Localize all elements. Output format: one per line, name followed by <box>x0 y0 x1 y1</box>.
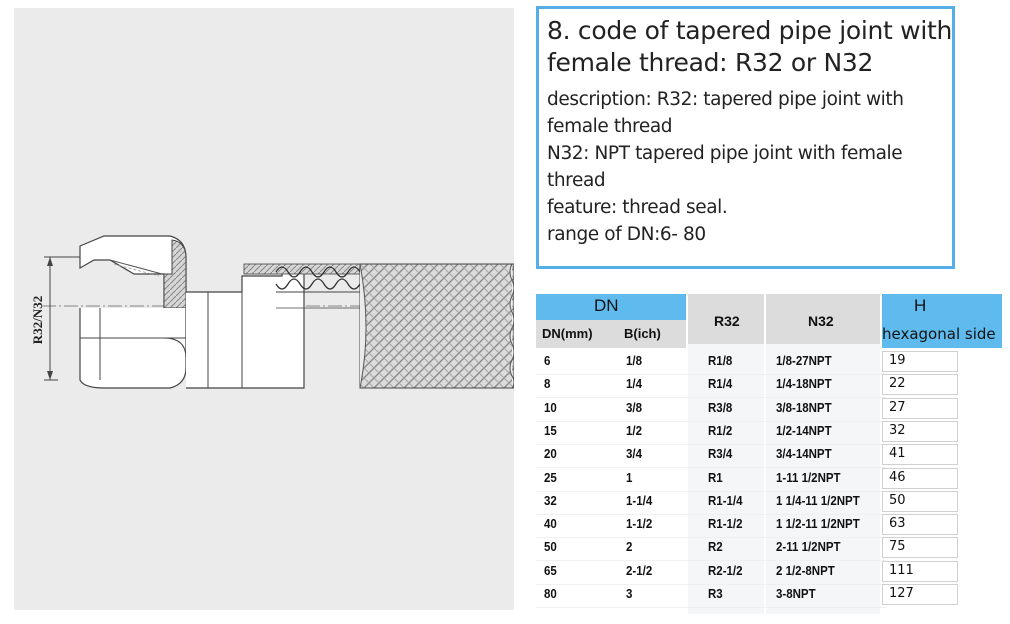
cell-hexagonal-side: 75 <box>882 537 958 559</box>
cell-dn: 8 <box>544 377 551 392</box>
description-line: female thread <box>547 116 673 137</box>
r32-header: R32 <box>714 313 740 329</box>
cell-dn: 25 <box>544 470 557 485</box>
cell-hexagonal-side: 27 <box>882 397 958 419</box>
table-row-separator <box>536 537 886 539</box>
cell-hexagonal-side: 127 <box>882 584 958 605</box>
n32-header-cell <box>766 294 880 348</box>
cell-b-inch: 1/2 <box>626 423 642 438</box>
cell-hexagonal-side: 32 <box>882 420 958 442</box>
cell-dn: 10 <box>544 400 557 415</box>
description-line: range of DN:6- 80 <box>547 224 706 245</box>
cell-hexagonal-side: 111 <box>882 560 958 582</box>
description-line: feature: thread seal. <box>547 197 728 218</box>
b-inch-header: B(ich) <box>624 326 661 341</box>
cell-n32: 1/4-18NPT <box>776 377 832 392</box>
pipe-joint-cross-section: R32/N32 <box>30 235 515 389</box>
table-row-separator <box>536 560 886 562</box>
cell-b-inch: 1/8 <box>626 354 642 368</box>
cell-r32: R3/8 <box>708 400 733 415</box>
cell-n32: 3/8-18NPT <box>776 400 832 415</box>
h-subheader-cell <box>882 324 1002 348</box>
dimension-label: R32/N32 <box>30 296 45 344</box>
cell-n32: 1 1/4-11 1/2NPT <box>776 493 860 508</box>
cell-b-inch: 1-1/2 <box>626 517 653 532</box>
h-header: H <box>914 296 927 315</box>
dn-subheader-cell <box>536 320 686 348</box>
table-row-separator <box>536 420 886 422</box>
cell-dn: 32 <box>544 493 557 508</box>
cell-dn: 20 <box>544 447 557 462</box>
cell-b-inch: 1 <box>626 470 633 485</box>
spec-table: DN DN(mm) B(ich) R32 N32 H hexagonal sid… <box>536 294 1006 614</box>
cell-r32: R1/2 <box>708 423 733 438</box>
cell-b-inch: 3 <box>626 587 633 601</box>
table-row-separator <box>536 490 886 492</box>
description-box: 8. code of tapered pipe joint with femal… <box>536 6 955 269</box>
r32-header-cell <box>688 294 764 348</box>
cell-n32: 3-8NPT <box>776 587 816 601</box>
table-row-separator <box>536 583 886 585</box>
description-line: thread <box>547 170 606 191</box>
cell-n32: 1/8-27NPT <box>776 354 832 368</box>
cell-n32: 3/4-14NPT <box>776 447 832 462</box>
table-row-separator <box>536 443 886 445</box>
cell-b-inch: 1-1/4 <box>626 493 653 508</box>
table-row-separator <box>536 607 886 608</box>
cell-b-inch: 2 <box>626 540 633 555</box>
h-header-cell <box>882 294 1002 324</box>
cell-n32: 1 1/2-11 1/2NPT <box>776 517 860 532</box>
n32-header: N32 <box>808 313 834 329</box>
cell-r32: R1/4 <box>708 377 733 392</box>
h-subheader: hexagonal side <box>882 325 996 343</box>
description-line: description: R32: tapered pipe joint wit… <box>547 89 904 110</box>
table-row-separator <box>536 374 886 375</box>
cell-r32: R1 <box>708 470 723 485</box>
cell-dn: 80 <box>544 587 557 601</box>
description-line: N32: NPT tapered pipe joint with female <box>547 143 903 164</box>
cell-b-inch: 3/8 <box>626 400 642 415</box>
cell-hexagonal-side: 46 <box>882 467 958 489</box>
dn-header: DN <box>594 296 619 315</box>
cell-r32: R1/8 <box>708 354 733 368</box>
n32-column-bg <box>766 344 880 614</box>
cell-b-inch: 3/4 <box>626 447 642 462</box>
cell-n32: 2 1/2-8NPT <box>776 563 835 578</box>
cell-dn: 15 <box>544 423 557 438</box>
cell-dn: 50 <box>544 540 557 555</box>
section-title: 8. code of tapered pipe joint with femal… <box>547 16 953 77</box>
cell-n32: 2-11 1/2NPT <box>776 540 841 555</box>
table-row-separator <box>536 513 886 515</box>
cell-r32: R3/4 <box>708 447 733 462</box>
cell-r32: R2-1/2 <box>708 563 743 578</box>
cell-hexagonal-side: 63 <box>882 514 958 536</box>
cell-dn: 6 <box>544 354 551 368</box>
table-row-separator <box>536 397 886 399</box>
cell-n32: 1/2-14NPT <box>776 423 832 438</box>
r32-column-bg <box>688 344 764 614</box>
cell-hexagonal-side: 19 <box>882 351 958 372</box>
cell-hexagonal-side: 41 <box>882 444 958 466</box>
cell-dn: 65 <box>544 563 557 578</box>
cell-dn: 40 <box>544 517 557 532</box>
cell-b-inch: 2-1/2 <box>626 563 653 578</box>
cell-r32: R3 <box>708 587 723 601</box>
cell-r32: R1-1/2 <box>708 517 743 532</box>
cell-hexagonal-side: 22 <box>882 374 958 396</box>
pipe-joint-drawing: R32/N32 <box>14 8 515 610</box>
cell-r32: R2 <box>708 540 723 555</box>
cell-hexagonal-side: 50 <box>882 490 958 512</box>
cell-b-inch: 1/4 <box>626 377 642 392</box>
cell-r32: R1-1/4 <box>708 493 743 508</box>
dn-mm-header: DN(mm) <box>542 326 593 341</box>
table-row-separator <box>536 467 886 469</box>
cell-n32: 1-11 1/2NPT <box>776 470 841 485</box>
dn-header-cell <box>536 294 686 320</box>
